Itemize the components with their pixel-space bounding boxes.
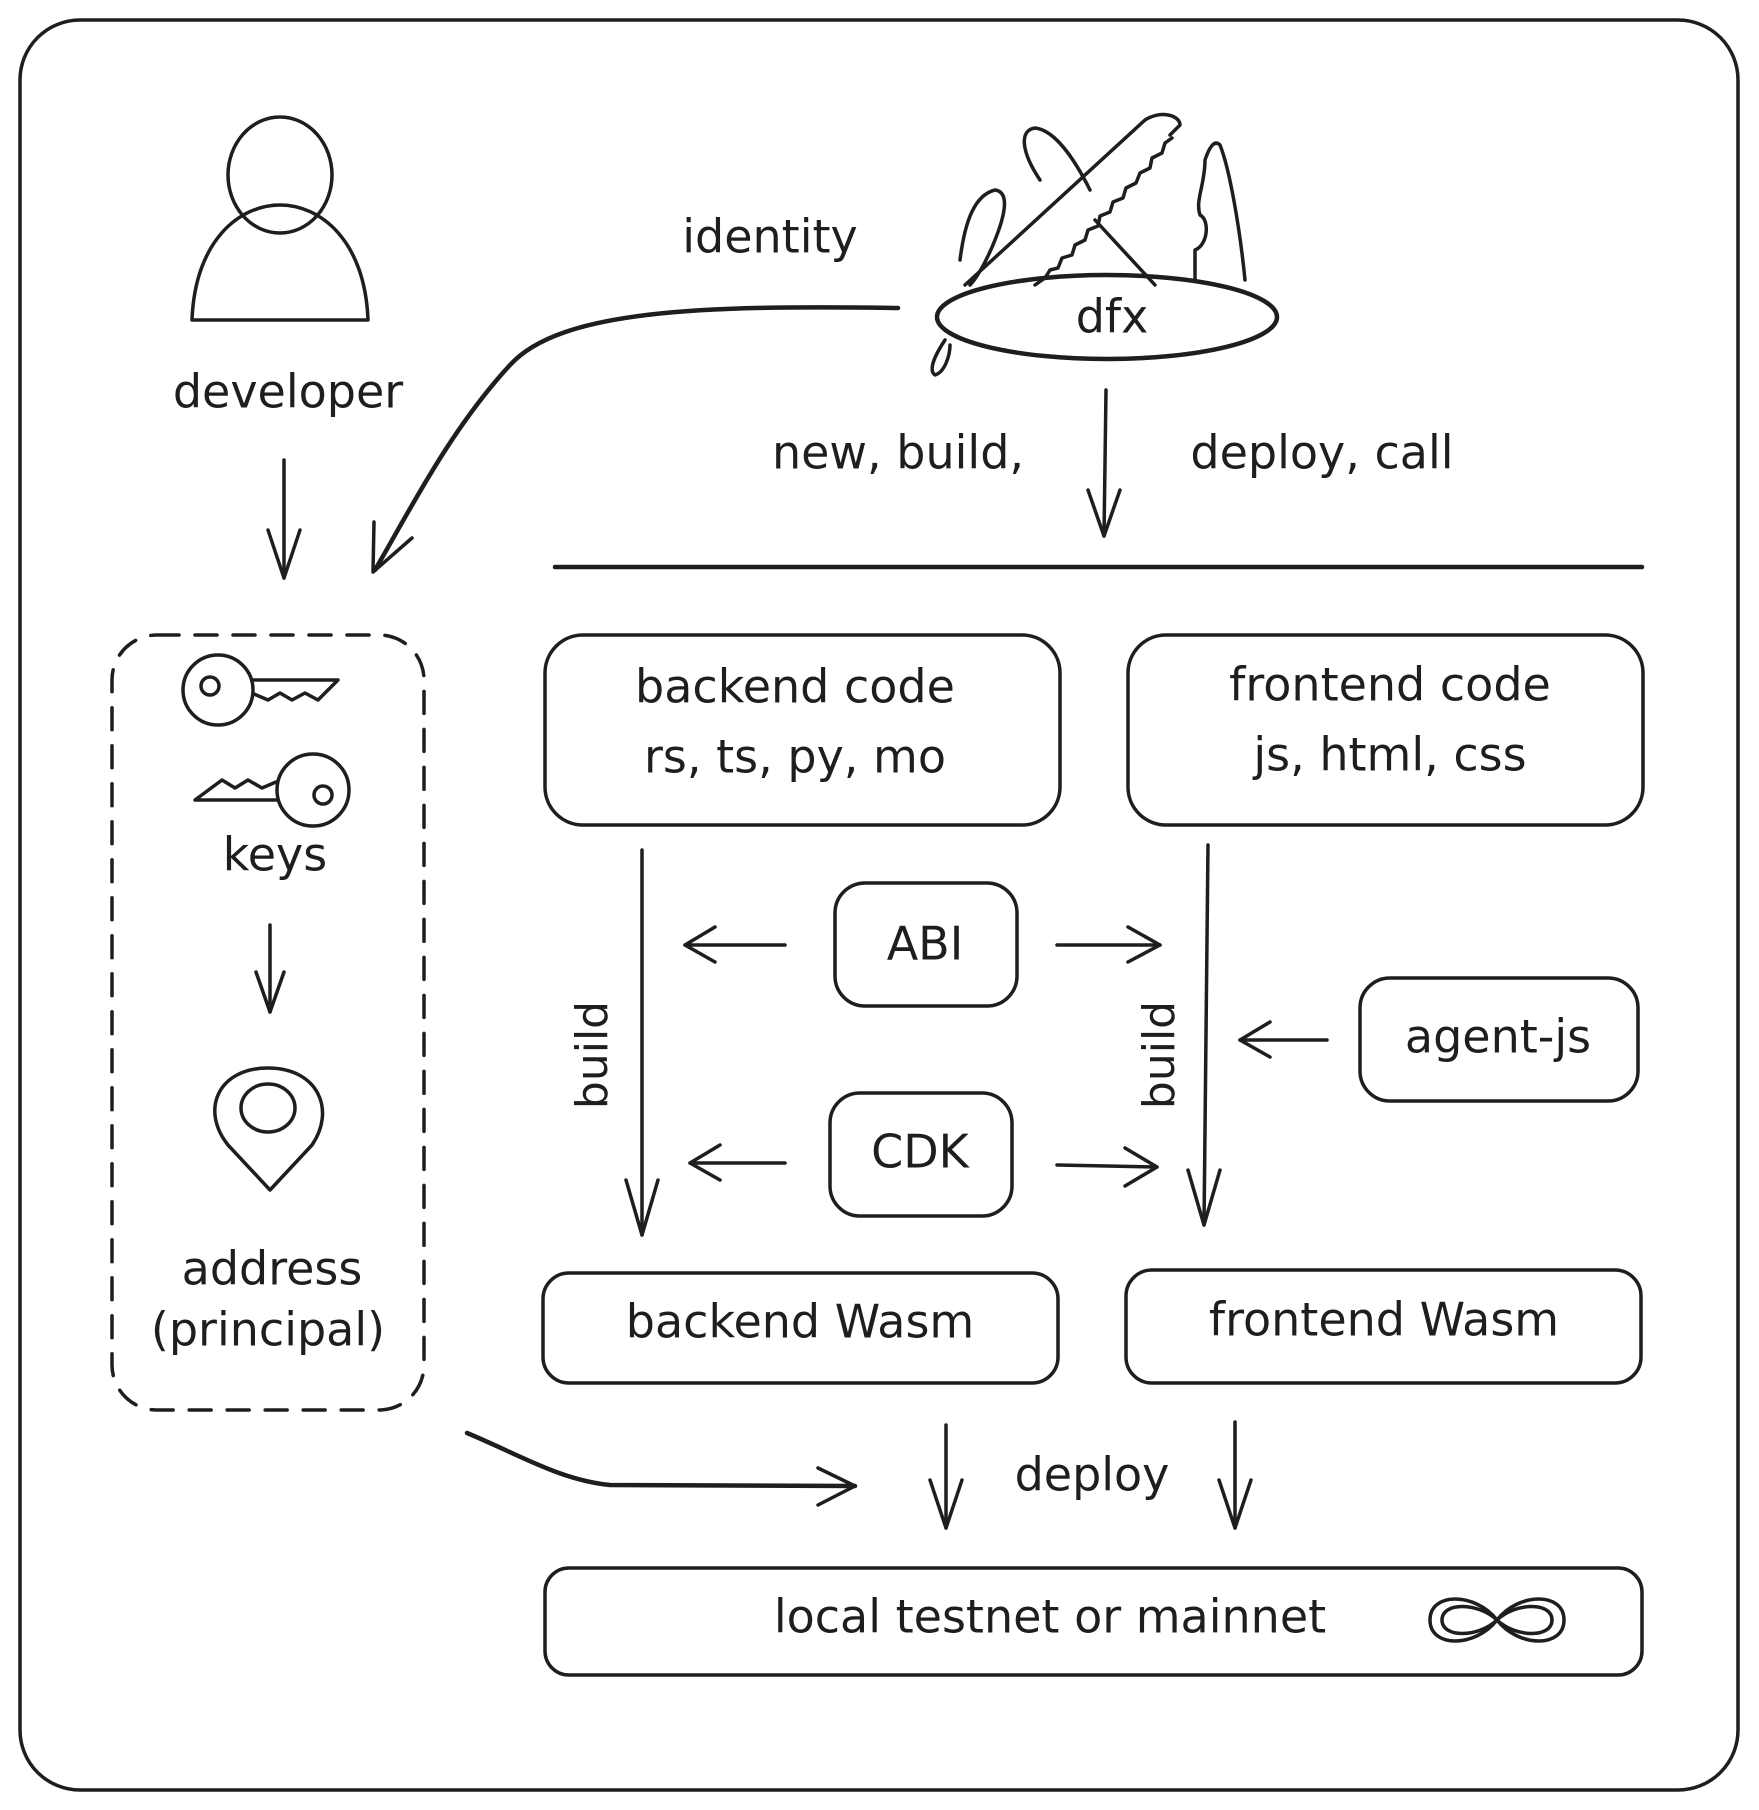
backend-code-langs: rs, ts, py, mo: [644, 730, 946, 784]
address-principal-label: (principal): [151, 1303, 385, 1357]
arrow-identity-to-keys: [371, 305, 901, 574]
arrow-developer-to-keys: [266, 458, 302, 580]
developer-icon: [190, 115, 370, 322]
backend-wasm-label: backend Wasm: [626, 1295, 974, 1349]
arrow-principal-to-deploy: [464, 1430, 858, 1507]
dfx-swiss-knife-icon: [930, 112, 1280, 377]
key-icon-2: [193, 752, 351, 828]
arrow-cdk-to-frontend: [1055, 1146, 1159, 1188]
arrow-frontend-build: [1186, 843, 1222, 1227]
build-label-backend: build: [567, 1001, 618, 1109]
frontend-code-box: [1126, 633, 1645, 827]
agent-js-label: agent-js: [1405, 1010, 1591, 1064]
frontend-code-langs: js, html, css: [1252, 728, 1526, 782]
location-pin-icon: [213, 1066, 325, 1192]
backend-code-box: [543, 633, 1062, 827]
frontend-wasm-label: frontend Wasm: [1209, 1293, 1559, 1347]
dfx-label: dfx: [1076, 290, 1149, 344]
network-box: [543, 1566, 1644, 1677]
arrow-abi-to-backend: [683, 925, 787, 964]
build-label-frontend: build: [1134, 1001, 1185, 1109]
arrow-agent-js-to-frontend: [1238, 1020, 1329, 1059]
key-icon: [181, 653, 340, 727]
arrow-backend-build: [624, 848, 660, 1237]
agent-js-box: [1358, 976, 1640, 1103]
backend-wasm-box: [541, 1271, 1060, 1385]
commands-right-label: deploy, call: [1190, 426, 1453, 480]
keys-label: keys: [223, 828, 328, 882]
identity-group-box: [110, 633, 426, 1412]
address-label: address: [182, 1242, 363, 1296]
arrow-keys-to-address: [254, 923, 286, 1014]
arrow-frontend-deploy: [1217, 1420, 1253, 1530]
infinity-icon: [1428, 1597, 1566, 1643]
abi-label: ABI: [887, 917, 964, 971]
frontend-wasm-box: [1124, 1268, 1643, 1385]
backend-code-title: backend code: [635, 660, 955, 714]
cdk-label: CDK: [871, 1125, 971, 1179]
abi-box: [833, 881, 1019, 1008]
arrow-cdk-to-backend: [688, 1143, 787, 1182]
identity-label: identity: [682, 210, 858, 264]
network-label: local testnet or mainnet: [774, 1590, 1326, 1644]
frontend-code-title: frontend code: [1229, 658, 1551, 712]
developer-label: developer: [173, 365, 403, 419]
arrow-backend-deploy: [928, 1423, 964, 1530]
commands-left-label: new, build,: [772, 426, 1024, 480]
arrow-abi-to-frontend: [1055, 925, 1162, 964]
cdk-box: [828, 1091, 1014, 1218]
outer-frame: [18, 18, 1740, 1792]
arrow-dfx-commands-down: [1086, 388, 1122, 538]
deploy-label: deploy: [1015, 1448, 1170, 1502]
